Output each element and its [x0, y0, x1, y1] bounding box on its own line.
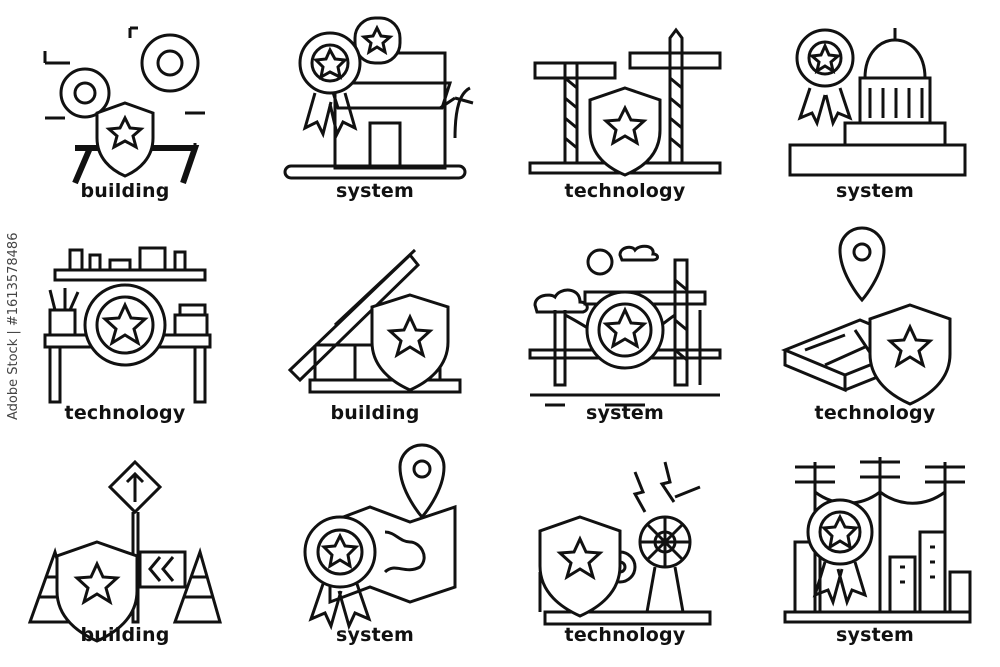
desk-badge-icon: [25, 230, 225, 405]
icon-label: system: [836, 180, 914, 202]
map-pin-shield-icon: [775, 230, 975, 405]
gears-shield-icon: [25, 8, 225, 183]
icon-label: system: [336, 624, 414, 646]
icon-label: system: [836, 624, 914, 646]
icon-cell: building: [250, 222, 500, 444]
icon-label: system: [336, 180, 414, 202]
road-sign-shield-icon: [25, 452, 225, 627]
capitol-badge-icon: [775, 8, 975, 183]
turbine-shield-icon: [525, 452, 725, 627]
cranes-shield-icon: [525, 8, 725, 183]
icon-cell: system: [750, 0, 1000, 222]
roof-frame-shield-icon: [275, 230, 475, 405]
icon-label: building: [330, 402, 420, 424]
power-lines-badge-icon: [775, 452, 975, 627]
stock-id: Adobe Stock | #1613578486: [6, 232, 21, 420]
icon-cell: system: [250, 444, 500, 666]
bridge-crane-badge-icon: [525, 230, 725, 405]
icon-cell: technology: [0, 222, 250, 444]
icon-cell: technology: [500, 0, 750, 222]
icon-cell: system: [750, 444, 1000, 666]
icon-label: technology: [814, 402, 936, 424]
icon-cell: building: [0, 0, 250, 222]
icon-label: building: [80, 180, 170, 202]
icon-label: technology: [64, 402, 186, 424]
icon-cell: technology: [500, 444, 750, 666]
world-map-badge-icon: [275, 452, 475, 627]
icon-cell: system: [500, 222, 750, 444]
icon-cell: technology: [750, 222, 1000, 444]
icon-cell: system: [250, 0, 500, 222]
icon-label: system: [586, 402, 664, 424]
shop-badge-icon: [275, 8, 475, 183]
icon-cell: building: [0, 444, 250, 666]
icon-label: building: [80, 624, 170, 646]
icon-label: technology: [564, 180, 686, 202]
icon-label: technology: [564, 624, 686, 646]
